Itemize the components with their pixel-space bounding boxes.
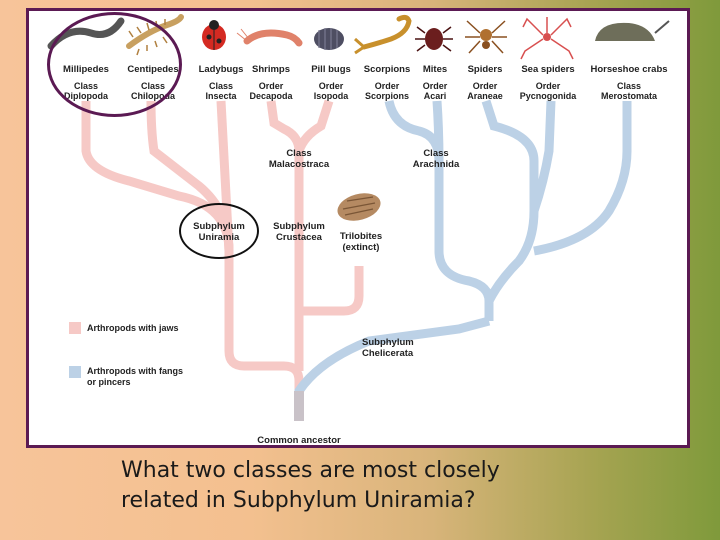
scorpion-icon [354, 14, 412, 55]
branch-shrimps [266, 100, 304, 311]
branch-sea-spiders [529, 100, 556, 213]
branch-scorpions [384, 99, 494, 321]
branch-mites [432, 100, 444, 162]
label-trilobites: Trilobites(extinct) [339, 231, 383, 253]
diagram-frame: Millipedes Centipedes Ladybugs Shrimps P… [26, 8, 690, 448]
branch-jaws-trunk [224, 251, 304, 406]
question-line-1: What two classes are most closely [121, 458, 500, 483]
legend-swatch-fangs [69, 366, 81, 378]
branch-trilobites [294, 266, 364, 371]
horseshoe-crab-icon [595, 20, 670, 41]
shrimp-icon [236, 28, 303, 47]
label-spiders: Spiders [467, 64, 503, 75]
label-horseshoe-crabs: Horseshoe crabs [590, 64, 668, 75]
label-scorpions: Scorpions [363, 64, 411, 75]
highlight-circle-uniramia [179, 203, 259, 259]
mite-icon [415, 26, 453, 52]
label-mites: Mites [422, 64, 448, 75]
branch-pillbugs [294, 99, 334, 153]
branch-horseshoe-crabs [533, 101, 632, 256]
spider-icon [465, 20, 507, 54]
label-sea-spiders: Sea spiders [521, 64, 575, 75]
legend-swatch-jaws [69, 322, 81, 334]
label-ladybugs: Ladybugs [198, 64, 244, 75]
sea-spider-icon [520, 17, 574, 60]
ladybug-icon [202, 20, 226, 50]
fangs-branches [294, 99, 632, 406]
label-common-ancestor: Common ancestor [257, 435, 341, 446]
branch-fangs-trunk [294, 316, 491, 406]
pillbug-icon [314, 28, 344, 50]
trilobite-icon [337, 193, 381, 221]
highlight-circle-diplopoda-chilopoda [47, 12, 182, 117]
ancestor-stub [294, 391, 304, 421]
label-pillbugs: Pill bugs [311, 64, 351, 75]
question-line-2: related in Subphylum Uniramia? [121, 488, 476, 513]
label-shrimps: Shrimps [251, 64, 291, 75]
branch-spiders [481, 99, 539, 304]
question-text: What two classes are most closely relate… [121, 456, 581, 516]
legend-label-jaws: Arthropods with jaws [87, 323, 179, 333]
